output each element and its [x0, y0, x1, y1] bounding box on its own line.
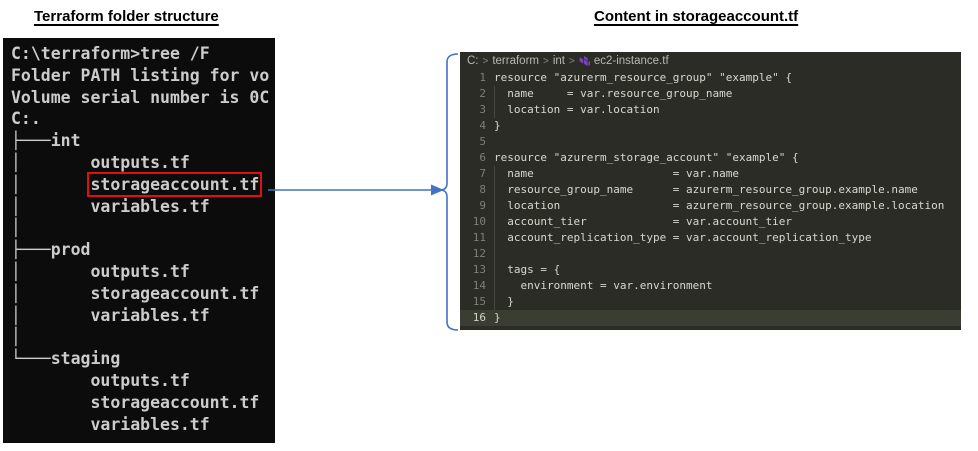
- code-text: location = azurerm_resource_group.exampl…: [494, 198, 961, 214]
- terminal-line: ├───int: [11, 131, 81, 151]
- code-line[interactable]: 8 resource_group_name = azurerm_resource…: [460, 182, 961, 198]
- code-text: resource "azurerm_resource_group" "examp…: [494, 71, 793, 84]
- code-line[interactable]: 12: [460, 246, 961, 262]
- code-line[interactable]: 4}: [460, 118, 961, 134]
- tree-branch: │: [11, 174, 91, 194]
- code-line[interactable]: 11 account_replication_type = var.accoun…: [460, 230, 961, 246]
- code-line[interactable]: 14 environment = var.environment: [460, 278, 961, 294]
- breadcrumb-item-int[interactable]: int: [552, 55, 565, 67]
- line-number: 4: [479, 119, 486, 132]
- code-line[interactable]: 10 account_tier = var.account_tier: [460, 214, 961, 230]
- terminal-line: └───staging: [11, 349, 121, 369]
- terminal-line: storageaccount.tf: [11, 392, 260, 412]
- terminal-line: ├───prod: [11, 240, 91, 260]
- code-text: environment = var.environment: [494, 278, 961, 294]
- code-text: tags = {: [494, 262, 961, 278]
- terminal-output: C:\terraform>tree /F Folder PATH listing …: [11, 43, 275, 435]
- code-text: [494, 134, 961, 150]
- line-number: 9: [479, 199, 486, 212]
- terminal-line: Volume serial number is 0C: [11, 87, 270, 107]
- code-text: }: [494, 294, 961, 310]
- code-text: location = var.location: [494, 102, 961, 118]
- chevron-right-icon: >: [482, 55, 489, 67]
- code-line[interactable]: 13 tags = {: [460, 262, 961, 278]
- chevron-right-icon: >: [569, 55, 575, 67]
- terraform-icon: [579, 55, 590, 66]
- code-text: resource_group_name = azurerm_resource_g…: [494, 182, 961, 198]
- terminal-line: │ variables.tf: [11, 305, 210, 325]
- code-line[interactable]: 9 location = azurerm_resource_group.exam…: [460, 198, 961, 214]
- chevron-right-icon: >: [543, 55, 549, 67]
- terminal-line: outputs.tf: [11, 370, 190, 390]
- terminal-window: C:\terraform>tree /F Folder PATH listing …: [3, 38, 275, 443]
- code-area: 1 resource "azurerm_resource_group" "exam…: [460, 70, 961, 326]
- line-number: 2: [479, 87, 486, 100]
- code-line[interactable]: 3 location = var.location: [460, 102, 961, 118]
- terminal-line: C:.: [11, 109, 41, 129]
- code-line[interactable]: 16}: [460, 310, 961, 326]
- code-line[interactable]: 15 }: [460, 294, 961, 310]
- terminal-line: │ outputs.tf: [11, 261, 190, 281]
- line-number: 14: [472, 279, 486, 292]
- terminal-line: │: [11, 327, 21, 347]
- line-number: 16: [472, 311, 486, 324]
- arrowhead-icon: [431, 184, 444, 196]
- terminal-line: Folder PATH listing for vo: [11, 65, 270, 85]
- line-number: 10: [472, 215, 486, 228]
- code-text: [494, 246, 961, 262]
- code-text: account_tier = var.account_tier: [494, 214, 961, 230]
- terminal-line: │ storageaccount.tf: [11, 283, 260, 303]
- line-number: 15: [472, 295, 486, 308]
- code-text: }: [494, 311, 501, 324]
- code-text: name = var.resource_group_name: [494, 86, 961, 102]
- breadcrumb-item-terraform[interactable]: terraform: [492, 55, 539, 67]
- terminal-line: C:\terraform>tree /F: [11, 44, 210, 63]
- code-text: resource "azurerm_storage_account" "exam…: [494, 151, 799, 164]
- code-line[interactable]: 6 resource "azurerm_storage_account" "exa…: [460, 150, 961, 166]
- code-editor: C: > terraform > int > ec2-instance.tf 1…: [460, 52, 961, 330]
- terminal-line: │: [11, 218, 21, 238]
- breadcrumb-file-name[interactable]: ec2-instance.tf: [593, 55, 669, 67]
- line-number: 3: [479, 103, 486, 116]
- left-brace-icon: [439, 53, 459, 331]
- terminal-line: │ storageaccount.tf: [11, 171, 275, 197]
- line-number: 12: [472, 247, 486, 260]
- right-panel-title: Content in storageaccount.tf: [594, 8, 799, 25]
- line-number: 11: [472, 231, 486, 244]
- terminal-line: │ outputs.tf: [11, 152, 190, 172]
- breadcrumb: C: > terraform > int > ec2-instance.tf: [460, 52, 961, 70]
- code-text: }: [494, 119, 501, 132]
- code-line[interactable]: 7 name = var.name: [460, 166, 961, 182]
- breadcrumb-item-drive[interactable]: C:: [467, 55, 479, 67]
- code-text: account_replication_type = var.account_r…: [494, 230, 961, 246]
- code-line[interactable]: 1 resource "azurerm_resource_group" "exam…: [460, 70, 961, 86]
- terminal-line: │ variables.tf: [11, 196, 210, 216]
- terminal-line: variables.tf: [11, 414, 210, 434]
- arrow-connector: [268, 184, 444, 196]
- line-number: 13: [472, 263, 486, 276]
- line-number: 6: [479, 151, 486, 164]
- code-line[interactable]: 2 name = var.resource_group_name: [460, 86, 961, 102]
- left-panel-title: Terraform folder structure: [34, 8, 219, 25]
- code-text: name = var.name: [494, 166, 961, 182]
- line-number: 8: [479, 183, 486, 196]
- red-highlight-box: storageaccount.tf: [87, 171, 263, 197]
- line-number: 1: [479, 71, 486, 84]
- line-number: 5: [479, 135, 486, 148]
- line-number: 7: [479, 167, 486, 180]
- code-line[interactable]: 5: [460, 134, 961, 150]
